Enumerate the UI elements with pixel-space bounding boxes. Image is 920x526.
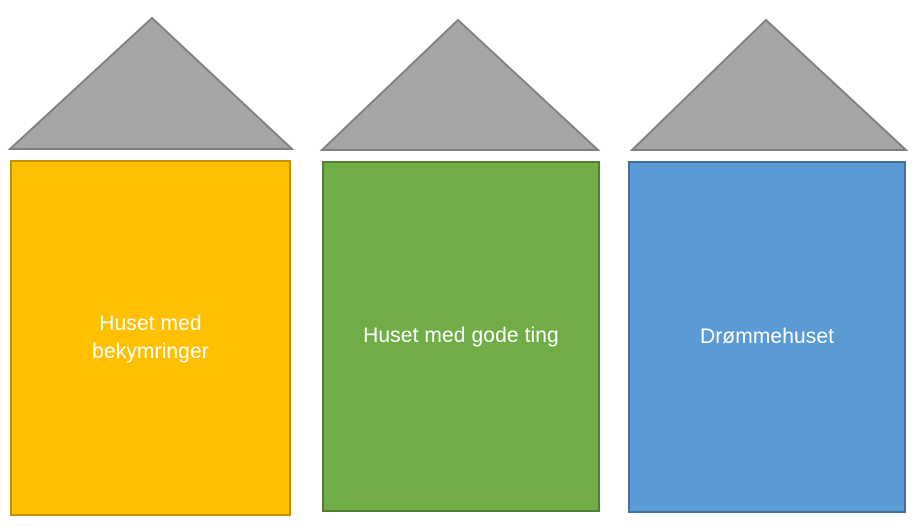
house-good-things[interactable]: Huset med gode ting (310, 0, 610, 526)
house-label-good-things: Huset med gode ting (363, 324, 559, 348)
house-label-worries: Huset med bekymringer (92, 311, 209, 363)
roof-triangle-icon (629, 18, 909, 151)
roof-triangle-icon (7, 16, 295, 150)
house-label-dream: Drømmehuset (699, 324, 835, 348)
house-body-worries[interactable]: Huset med bekymringer (10, 160, 291, 516)
house-body-good-things[interactable]: Huset med gode ting (322, 161, 600, 512)
roof-triangle-icon (319, 18, 601, 151)
house-worries[interactable]: Huset med bekymringer (0, 0, 300, 526)
house-dream[interactable]: Drømmehuset (620, 0, 920, 526)
house-body-dream[interactable]: Drømmehuset (628, 161, 906, 513)
